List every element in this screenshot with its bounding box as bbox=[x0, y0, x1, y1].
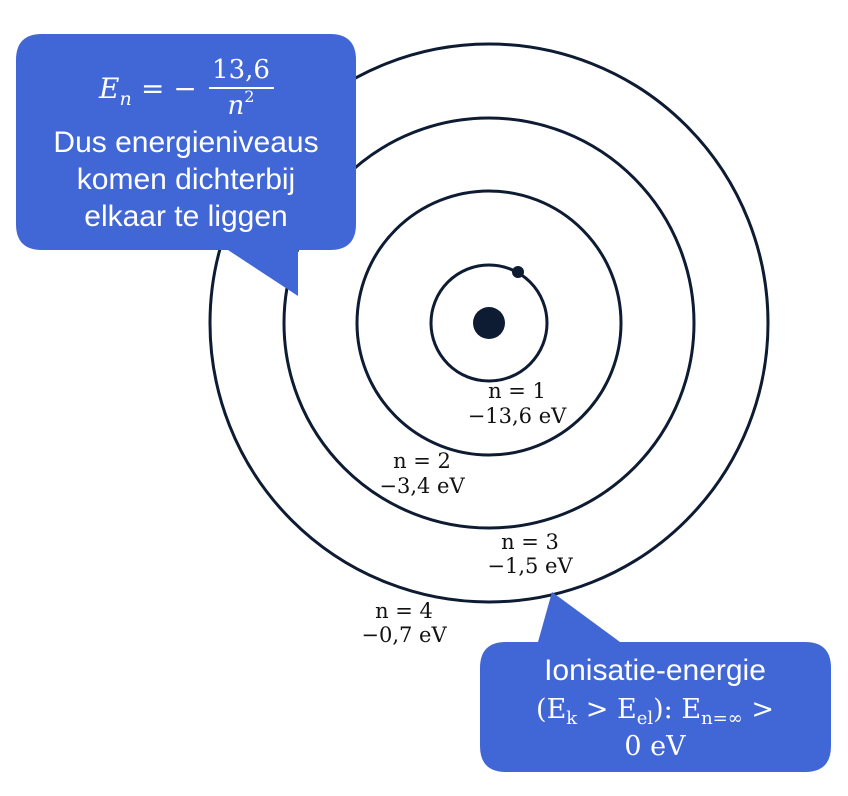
nucleus bbox=[473, 307, 505, 339]
formula-callout-line-3: elkaar te liggen bbox=[84, 200, 287, 233]
level-2-n-label: n = 2 bbox=[393, 449, 451, 473]
formula-callout: En = − 13,6 n2 Dus energieniveaus komen … bbox=[16, 34, 356, 296]
formula-callout-line-2: komen dichterbij bbox=[77, 163, 295, 196]
level-2-energy-label: −3,4 eV bbox=[379, 474, 465, 498]
formula-callout-line-1: Dus energieniveaus bbox=[53, 126, 318, 159]
level-4-energy-label: −0,7 eV bbox=[361, 623, 447, 647]
orbit-n4 bbox=[208, 42, 770, 604]
ionisation-callout: Ionisatie-energie (Ek > Eel): En=∞ > 0 e… bbox=[480, 592, 831, 772]
level-1-energy-label: −13,6 eV bbox=[468, 404, 567, 428]
ionisation-callout-line-2: (Ek > Eel): En=∞ > bbox=[536, 694, 774, 729]
level-3-n-label: n = 3 bbox=[501, 530, 559, 554]
electron bbox=[512, 266, 524, 278]
orbit-n3 bbox=[282, 116, 696, 530]
formula-callout-bubble bbox=[16, 34, 356, 296]
formula-equals: = − bbox=[141, 72, 197, 105]
ionisation-callout-line-1: Ionisatie-energie bbox=[544, 654, 766, 687]
formula-lhs: En bbox=[98, 72, 132, 110]
formula-numerator: 13,6 bbox=[212, 55, 270, 85]
orbit-n1 bbox=[429, 263, 549, 383]
level-4-n-label: n = 4 bbox=[375, 599, 433, 623]
level-1-n-label: n = 1 bbox=[488, 379, 546, 403]
ionisation-callout-line-3: 0 eV bbox=[624, 731, 686, 762]
formula-denominator: n2 bbox=[228, 87, 255, 121]
ionisation-callout-bubble bbox=[480, 592, 831, 772]
level-3-energy-label: −1,5 eV bbox=[487, 554, 573, 578]
orbit-n2 bbox=[355, 189, 623, 457]
